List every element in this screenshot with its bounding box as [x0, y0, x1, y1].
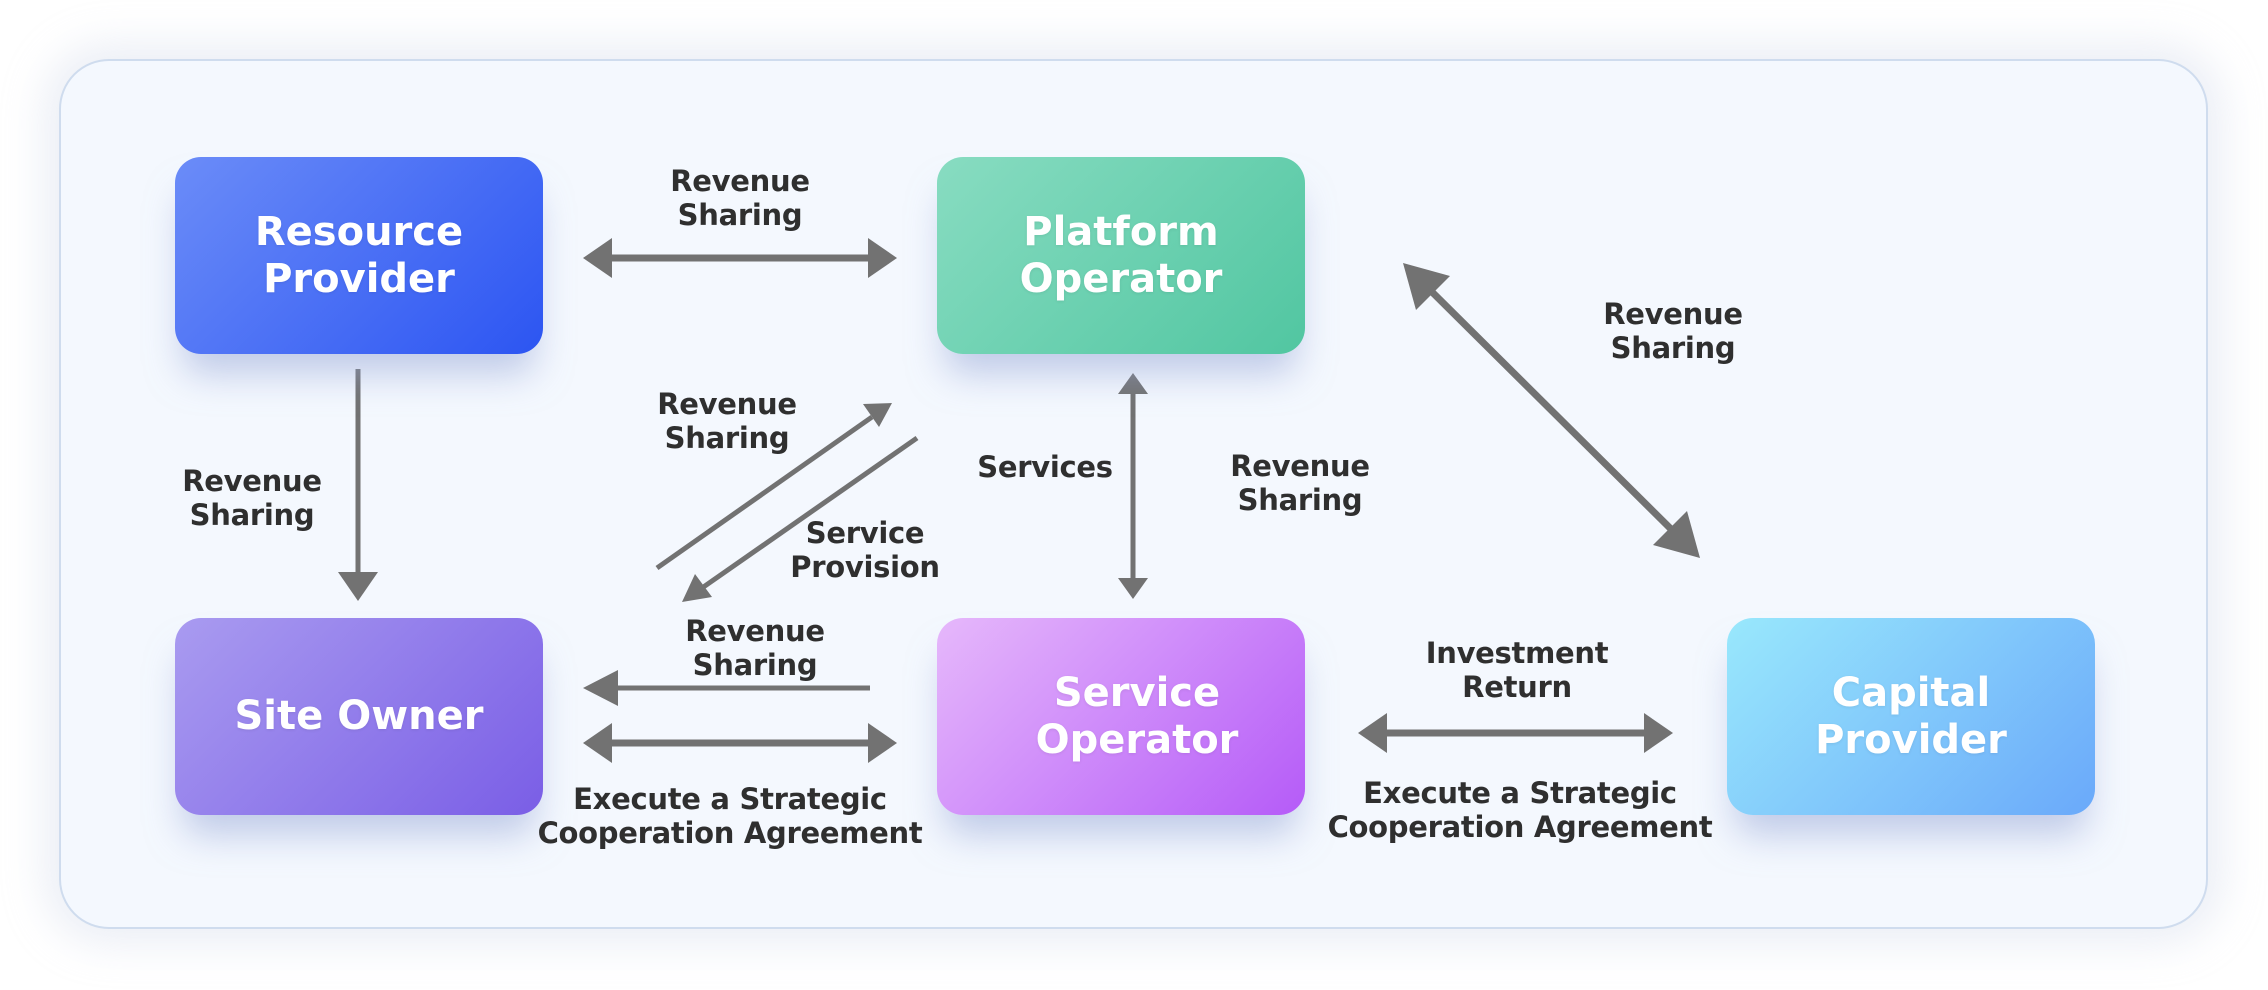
- label-svc-so-agreement: Execute a Strategic Cooperation Agreemen…: [537, 782, 923, 850]
- arrow-po-svc: [1118, 373, 1148, 599]
- arrow-svc-cp: [1358, 713, 1673, 753]
- label-svc-so-revenue: Revenue Sharing: [685, 614, 825, 682]
- node-capital-provider[interactable]: Capital Provider: [1727, 618, 2095, 815]
- node-platform-operator[interactable]: Platform Operator: [937, 157, 1305, 354]
- label-po-svc-services: Services: [977, 450, 1113, 484]
- label-svc-cp-agreement: Execute a Strategic Cooperation Agreemen…: [1327, 776, 1713, 844]
- label-svc-cp-return: Investment Return: [1425, 636, 1609, 704]
- arrow-po-cp: [1403, 263, 1700, 558]
- label-rp-so-revenue: Revenue Sharing: [182, 464, 322, 532]
- arrow-rp-so: [338, 369, 378, 601]
- arrow-svc-so: [583, 670, 870, 706]
- node-label: Resource Provider: [254, 208, 464, 302]
- label-po-so-service: Service Provision: [790, 516, 940, 584]
- node-label: Site Owner: [234, 693, 484, 739]
- label-so-po-revenue: Revenue Sharing: [657, 387, 797, 455]
- node-label: Capital Provider: [1815, 669, 2007, 763]
- label-rp-po-revenue: Revenue Sharing: [670, 164, 810, 232]
- node-label: Service Operator: [1035, 669, 1239, 763]
- arrow-so-svc: [583, 723, 897, 763]
- label-po-svc-revenue: Revenue Sharing: [1230, 449, 1370, 517]
- arrow-rp-po: [583, 238, 897, 278]
- node-service-operator[interactable]: Service Operator: [937, 618, 1305, 815]
- node-site-owner[interactable]: Site Owner: [175, 618, 543, 815]
- label-po-cp-revenue: Revenue Sharing: [1603, 297, 1743, 365]
- arrow-po-so: [682, 435, 919, 602]
- arrow-so-po: [655, 403, 892, 571]
- node-resource-provider[interactable]: Resource Provider: [175, 157, 543, 354]
- node-label: Platform Operator: [1019, 208, 1223, 302]
